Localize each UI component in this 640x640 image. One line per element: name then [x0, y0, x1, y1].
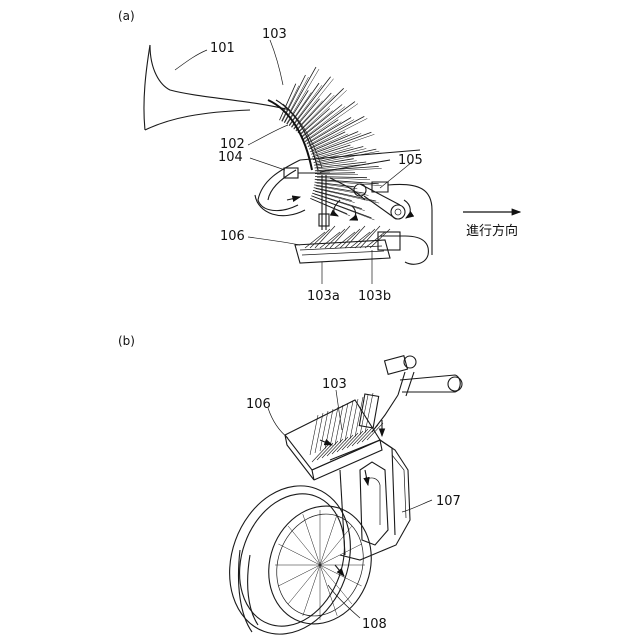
label-b-106: 106: [246, 397, 271, 412]
panel-b-letter: (b): [118, 334, 135, 348]
tray-106: [295, 226, 428, 284]
housing-107: [330, 440, 410, 560]
panel-b: (b): [118, 334, 462, 640]
label-103: 103: [262, 27, 287, 42]
vehicle-body-101: [144, 45, 290, 130]
label-101: 101: [210, 41, 235, 56]
label-103a: 103a: [307, 289, 340, 304]
direction-label: 進行方向: [466, 223, 518, 239]
tray-assembly-106: [285, 393, 383, 480]
leader-lines-b: [268, 390, 432, 618]
label-b-107: 107: [436, 494, 461, 509]
crank-handle: [359, 356, 462, 436]
brush-103: [280, 67, 382, 220]
panel-a: (a): [118, 9, 520, 304]
label-b-108: 108: [362, 617, 387, 632]
label-103b: 103b: [358, 289, 391, 304]
label-104: 104: [218, 150, 243, 165]
label-b-103: 103: [322, 377, 347, 392]
label-105: 105: [398, 153, 423, 168]
label-106: 106: [220, 229, 245, 244]
panel-a-letter: (a): [118, 9, 135, 23]
direction-indicator: 進行方向: [463, 212, 520, 239]
